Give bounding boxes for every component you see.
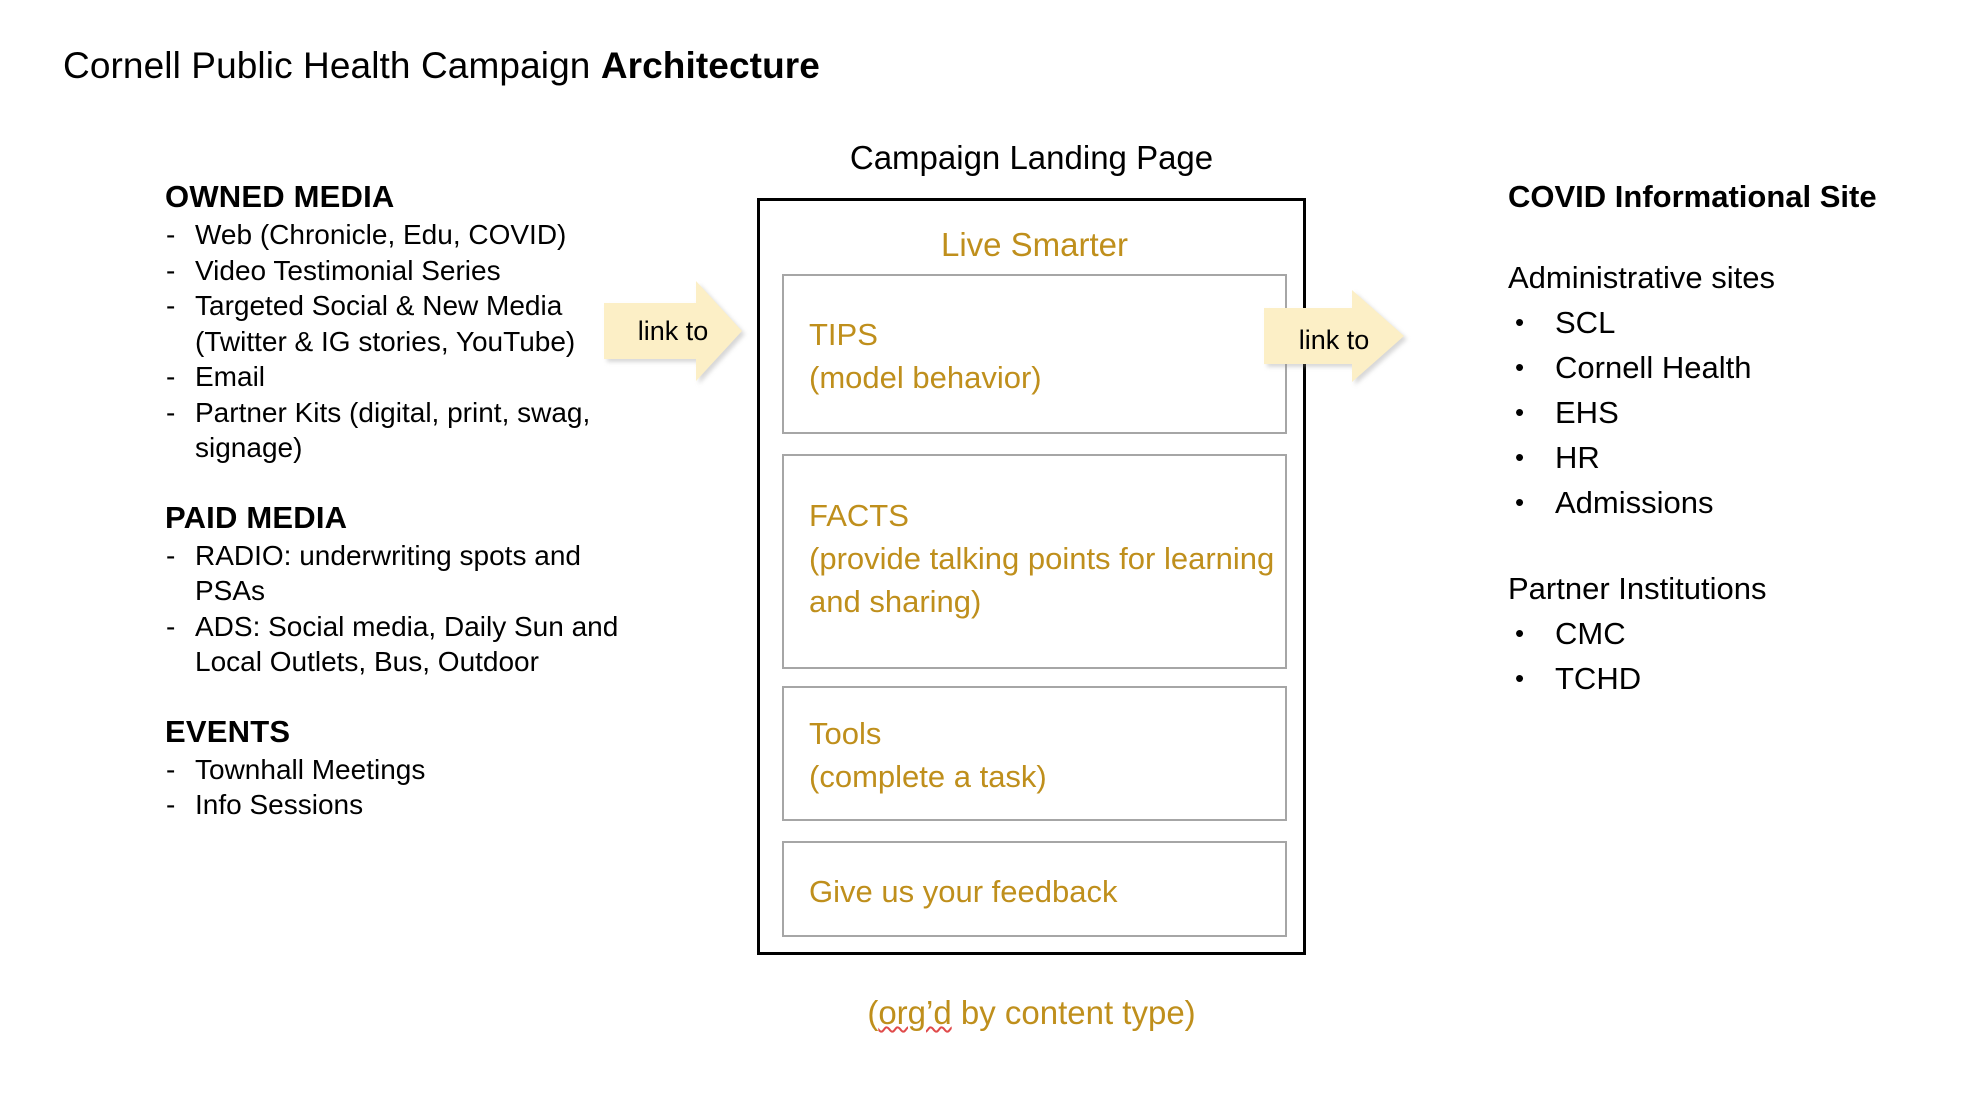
list-item: - Info Sessions xyxy=(165,787,625,823)
list-item-label: Townhall Meetings xyxy=(195,753,426,785)
arrow-left-link-to xyxy=(604,281,742,381)
dash-marker-icon: - xyxy=(166,610,176,642)
dash-marker-icon: - xyxy=(166,396,176,428)
bullet-dot-icon: • xyxy=(1515,352,1525,382)
spacer xyxy=(1508,216,1928,256)
list-item-label: Partner Kits (digital, print, swag, sign… xyxy=(195,396,591,464)
dash-marker-icon: - xyxy=(166,539,176,571)
list-item-label: Info Sessions xyxy=(195,789,364,820)
list-item: - ADS: Social media, Daily Sun and Local… xyxy=(165,609,625,680)
dash-marker-icon: - xyxy=(166,361,176,392)
dash-marker-icon: - xyxy=(166,753,176,785)
list-item-label: Email xyxy=(195,361,266,392)
owned-media-list: - Web (Chronicle, Edu, COVID) - Video Te… xyxy=(165,217,625,466)
card-feedback[interactable]: Give us your feedback xyxy=(782,841,1287,937)
card-facts-title: FACTS xyxy=(809,498,909,533)
list-item: - RADIO: underwriting spots and PSAs xyxy=(165,538,625,609)
org-note: (org’d by content type) xyxy=(757,992,1306,1034)
events-list: - Townhall Meetings - Info Sessions xyxy=(165,752,625,823)
dash-marker-icon: - xyxy=(166,290,176,321)
bullet-dot-icon: • xyxy=(1515,442,1525,472)
spacer xyxy=(1508,525,1928,567)
list-item: - Targeted Social & New Media (Twitter &… xyxy=(165,288,625,359)
card-tools-inner: Tools (complete a task) xyxy=(784,688,1285,798)
list-item-label: Targeted Social & New Media (Twitter & I… xyxy=(195,290,576,357)
card-tips-title: TIPS xyxy=(809,317,878,352)
list-item: • Admissions xyxy=(1508,480,1928,525)
list-item: - Partner Kits (digital, print, swag, si… xyxy=(165,395,625,466)
bullet-dot-icon: • xyxy=(1515,487,1525,517)
card-tools-subtitle: (complete a task) xyxy=(809,759,1047,794)
bullet-dot-icon: • xyxy=(1515,618,1525,648)
list-item-label: EHS xyxy=(1555,395,1619,430)
card-tips[interactable]: TIPS (model behavior) xyxy=(782,274,1287,434)
card-feedback-inner: Give us your feedback xyxy=(784,843,1285,913)
page-title: Cornell Public Health Campaign Architect… xyxy=(63,43,820,89)
section-heading-paid-media: PAID MEDIA xyxy=(165,499,348,535)
card-facts-inner: FACTS (provide talking points for learni… xyxy=(784,456,1285,623)
arrow-right-label: link to xyxy=(1298,325,1370,355)
list-item-label: HR xyxy=(1555,440,1600,475)
page-title-bold: Architecture xyxy=(600,45,820,86)
list-item: • Cornell Health xyxy=(1508,345,1928,390)
list-item: • EHS xyxy=(1508,390,1928,435)
spacer xyxy=(165,680,625,713)
card-facts[interactable]: FACTS (provide talking points for learni… xyxy=(782,454,1287,669)
card-tools-title: Tools xyxy=(809,716,882,751)
list-item-label: TCHD xyxy=(1555,661,1642,696)
org-note-prefix: ( xyxy=(867,994,879,1031)
list-item: • SCL xyxy=(1508,300,1928,345)
card-facts-subtitle: (provide talking points for learning and… xyxy=(809,541,1275,619)
list-item-label: SCL xyxy=(1555,305,1616,340)
list-item: - Email xyxy=(165,359,625,395)
list-item-label: Video Testimonial Series xyxy=(195,254,501,286)
list-item-label: Cornell Health xyxy=(1555,350,1752,385)
section-paid-media: PAID MEDIA - RADIO: underwriting spots a… xyxy=(165,499,625,680)
bullet-dot-icon: • xyxy=(1515,397,1525,427)
campaign-landing-page-panel: Live Smarter TIPS (model behavior) FACTS… xyxy=(757,198,1306,955)
section-owned-media: OWNED MEDIA - Web (Chronicle, Edu, COVID… xyxy=(165,178,625,466)
dash-marker-icon: - xyxy=(166,254,176,286)
card-tips-subtitle: (model behavior) xyxy=(809,360,1042,395)
list-item: • CMC xyxy=(1508,611,1928,656)
list-item: • HR xyxy=(1508,435,1928,480)
list-item-label: RADIO: underwriting spots and PSAs xyxy=(195,539,581,607)
list-item: - Web (Chronicle, Edu, COVID) xyxy=(165,217,625,253)
list-item-label: Admissions xyxy=(1555,485,1714,520)
paid-media-list: - RADIO: underwriting spots and PSAs - A… xyxy=(165,538,625,680)
right-arrow-icon xyxy=(604,281,742,381)
arrow-right-link-to xyxy=(1264,290,1404,382)
list-item-label: ADS: Social media, Daily Sun and Local O… xyxy=(195,610,619,678)
list-item-label: CMC xyxy=(1555,616,1626,651)
left-column: OWNED MEDIA - Web (Chronicle, Edu, COVID… xyxy=(165,178,625,823)
card-tips-inner: TIPS (model behavior) xyxy=(784,276,1285,399)
dash-marker-icon: - xyxy=(166,789,176,820)
dash-marker-icon: - xyxy=(166,219,176,250)
bullet-dot-icon: • xyxy=(1515,307,1525,337)
partner-institutions-list: • CMC • TCHD xyxy=(1508,611,1928,701)
brand-live-smarter: Live Smarter xyxy=(940,226,1129,263)
group-label-partner-institutions: Partner Institutions xyxy=(1508,571,1767,606)
org-note-suffix: by content type) xyxy=(951,994,1196,1031)
right-column-heading: COVID Informational Site xyxy=(1508,179,1877,214)
bullet-dot-icon: • xyxy=(1515,663,1525,693)
group-label-administrative-sites: Administrative sites xyxy=(1508,260,1776,295)
section-heading-owned-media: OWNED MEDIA xyxy=(165,179,395,214)
list-item: • TCHD xyxy=(1508,656,1928,701)
center-heading: Campaign Landing Page xyxy=(849,139,1214,176)
org-note-misspelled-word: org’d xyxy=(878,994,952,1031)
card-feedback-title: Give us your feedback xyxy=(809,874,1118,909)
arrow-left-label: link to xyxy=(637,316,709,346)
section-heading-events: EVENTS xyxy=(165,713,291,749)
right-arrow-icon xyxy=(1264,290,1404,382)
spacer xyxy=(165,466,625,499)
card-tools[interactable]: Tools (complete a task) xyxy=(782,686,1287,821)
right-column: COVID Informational Site Administrative … xyxy=(1508,178,1928,701)
page-title-plain: Cornell Public Health Campaign xyxy=(63,45,601,86)
list-item: - Townhall Meetings xyxy=(165,752,625,788)
administrative-sites-list: • SCL • Cornell Health • EHS • HR • Admi… xyxy=(1508,300,1928,525)
list-item-label: Web (Chronicle, Edu, COVID) xyxy=(195,219,567,250)
section-events: EVENTS - Townhall Meetings - Info Sessio… xyxy=(165,713,625,823)
list-item: - Video Testimonial Series xyxy=(165,253,625,289)
